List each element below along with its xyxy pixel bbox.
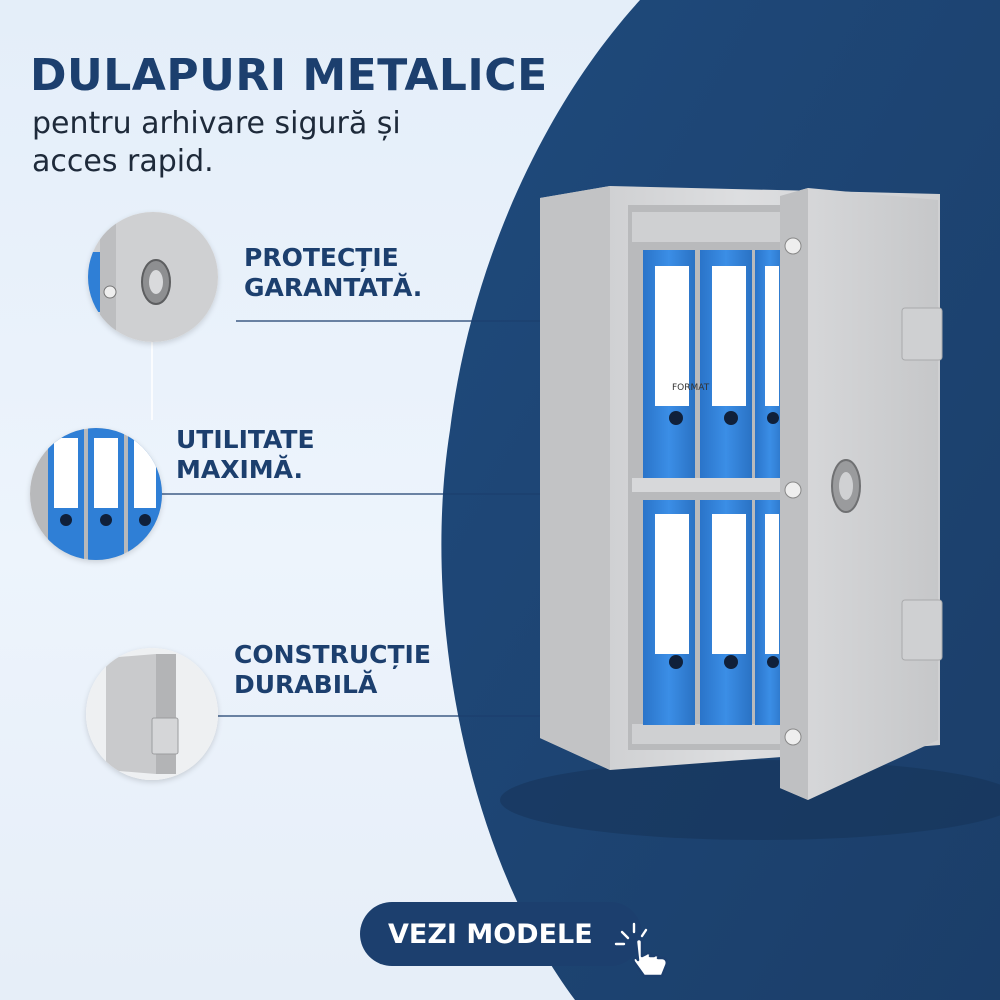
feature-3-line-2: DURABILĂ	[234, 670, 378, 699]
subtitle-line-2: acces rapid.	[32, 144, 214, 179]
metal-cabinet: FORMAT	[540, 186, 943, 800]
binders-bottom	[643, 500, 785, 725]
subtitle-line-1: pentru arhivare sigură și	[32, 106, 401, 141]
binders-thumbnail	[30, 428, 162, 560]
page-title: DULAPURI METALICE	[30, 50, 548, 101]
feature-2-line-1: UTILITATE	[176, 425, 315, 454]
cabinet-shadow	[500, 760, 1000, 840]
binders-top	[643, 250, 785, 478]
click-hand-icon	[614, 922, 669, 978]
lock-thumbnail	[88, 212, 218, 342]
vezi-modele-button[interactable]: VEZI MODELE	[360, 902, 642, 966]
feature-1-line-1: PROTECȚIE	[244, 243, 399, 272]
feature-utilitate: UTILITATE MAXIMĂ.	[176, 425, 315, 485]
feature-constructie: CONSTRUCȚIE DURABILĂ	[234, 640, 431, 700]
hinge-thumbnail	[86, 648, 218, 780]
feature-protectie: PROTECȚIE GARANTATĂ.	[244, 243, 422, 303]
binder-label-1: FORMAT	[672, 383, 710, 393]
feature-3-line-1: CONSTRUCȚIE	[234, 640, 431, 669]
hinge-bottom	[901, 599, 943, 661]
hinge-top	[901, 307, 943, 361]
feature-2-line-2: MAXIMĂ.	[176, 455, 303, 484]
feature-1-line-2: GARANTATĂ.	[244, 273, 423, 302]
